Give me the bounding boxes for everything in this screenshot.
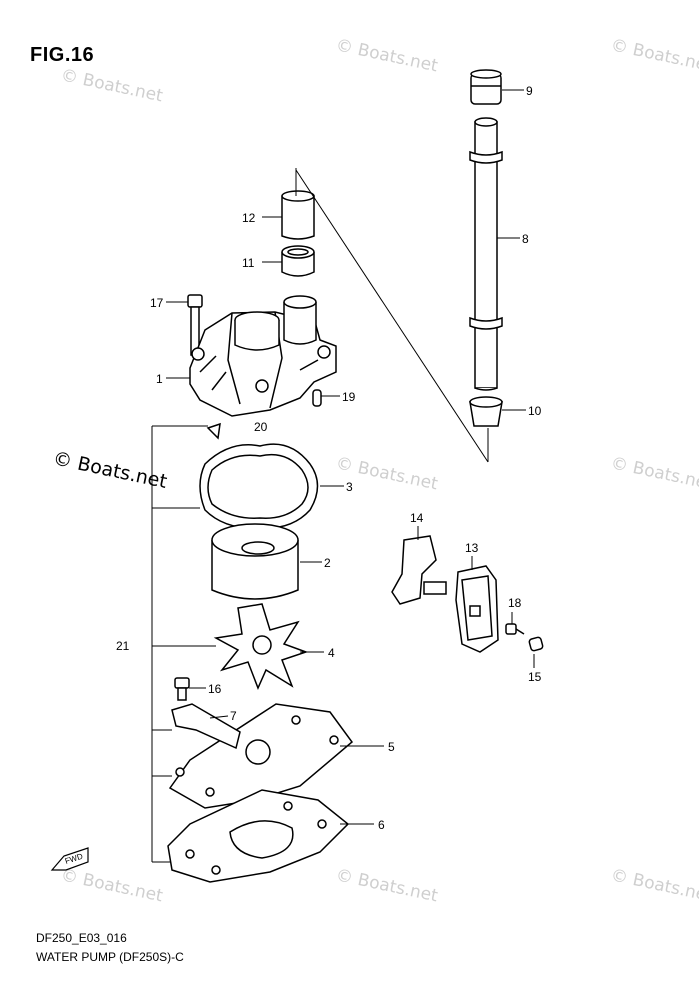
callout-16: 16 <box>208 682 222 696</box>
callout-6: 6 <box>378 818 385 832</box>
callout-3: 3 <box>346 480 353 494</box>
callout-8: 8 <box>522 232 529 246</box>
watermark: © Boats.net <box>59 65 165 106</box>
watermark: © Boats.net <box>334 865 440 906</box>
callout-7: 7 <box>230 709 237 723</box>
key-20 <box>206 422 221 440</box>
callout-labels: 9 8 10 12 11 17 1 19 20 3 2 21 4 16 7 5 … <box>116 84 542 832</box>
watermark: © Boats.net <box>59 865 165 906</box>
grommet-14 <box>391 535 447 605</box>
pump-housing-assembly <box>167 190 354 883</box>
plate-5 <box>168 703 354 809</box>
cover-13 <box>455 565 499 653</box>
gasket-7 <box>171 703 241 750</box>
water-tube-8 <box>469 117 503 391</box>
gasket-6 <box>167 789 350 883</box>
callout-1: 1 <box>156 372 163 386</box>
watermark-prominent: © Boats.net <box>51 447 169 493</box>
watermark: © Boats.net <box>609 865 699 906</box>
callout-4: 4 <box>328 646 335 660</box>
callout-5: 5 <box>388 740 395 754</box>
bushing-11 <box>281 245 315 277</box>
watermark: © Boats.net <box>609 453 699 494</box>
impeller-4 <box>213 603 309 690</box>
callout-19: 19 <box>342 390 356 404</box>
callout-12: 12 <box>242 211 256 225</box>
leader-lines <box>151 89 535 863</box>
callout-21: 21 <box>116 639 130 653</box>
callout-20: 20 <box>254 420 268 434</box>
callout-13: 13 <box>465 541 479 555</box>
figure-caption: WATER PUMP (DF250S)-C <box>36 950 184 964</box>
cooling-tube-assembly <box>469 69 503 427</box>
bolt-16 <box>174 677 190 701</box>
callout-14: 14 <box>410 511 424 525</box>
callout-17: 17 <box>150 296 164 310</box>
water-plug-assembly <box>391 535 544 653</box>
watermark: © Boats.net <box>334 35 440 76</box>
gasket-3 <box>199 443 319 529</box>
screw-18 <box>505 623 525 635</box>
pin-19 <box>312 389 322 407</box>
pump-case-1 <box>189 295 337 417</box>
nut-15 <box>528 636 544 652</box>
bushing-12 <box>281 190 315 240</box>
figure-title: FIG.16 <box>30 44 95 66</box>
figure-code: DF250_E03_016 <box>36 931 127 945</box>
callout-11: 11 <box>242 256 255 270</box>
watermark: © Boats.net <box>609 35 699 76</box>
callout-15: 15 <box>528 670 542 684</box>
callout-2: 2 <box>324 556 331 570</box>
fwd-arrow-icon: FWD <box>50 847 89 871</box>
grommet-9 <box>470 69 502 105</box>
grommet-10 <box>469 396 503 427</box>
callout-18: 18 <box>508 596 522 610</box>
callout-10: 10 <box>528 404 542 418</box>
callout-9: 9 <box>526 84 533 98</box>
liner-2 <box>211 523 299 600</box>
